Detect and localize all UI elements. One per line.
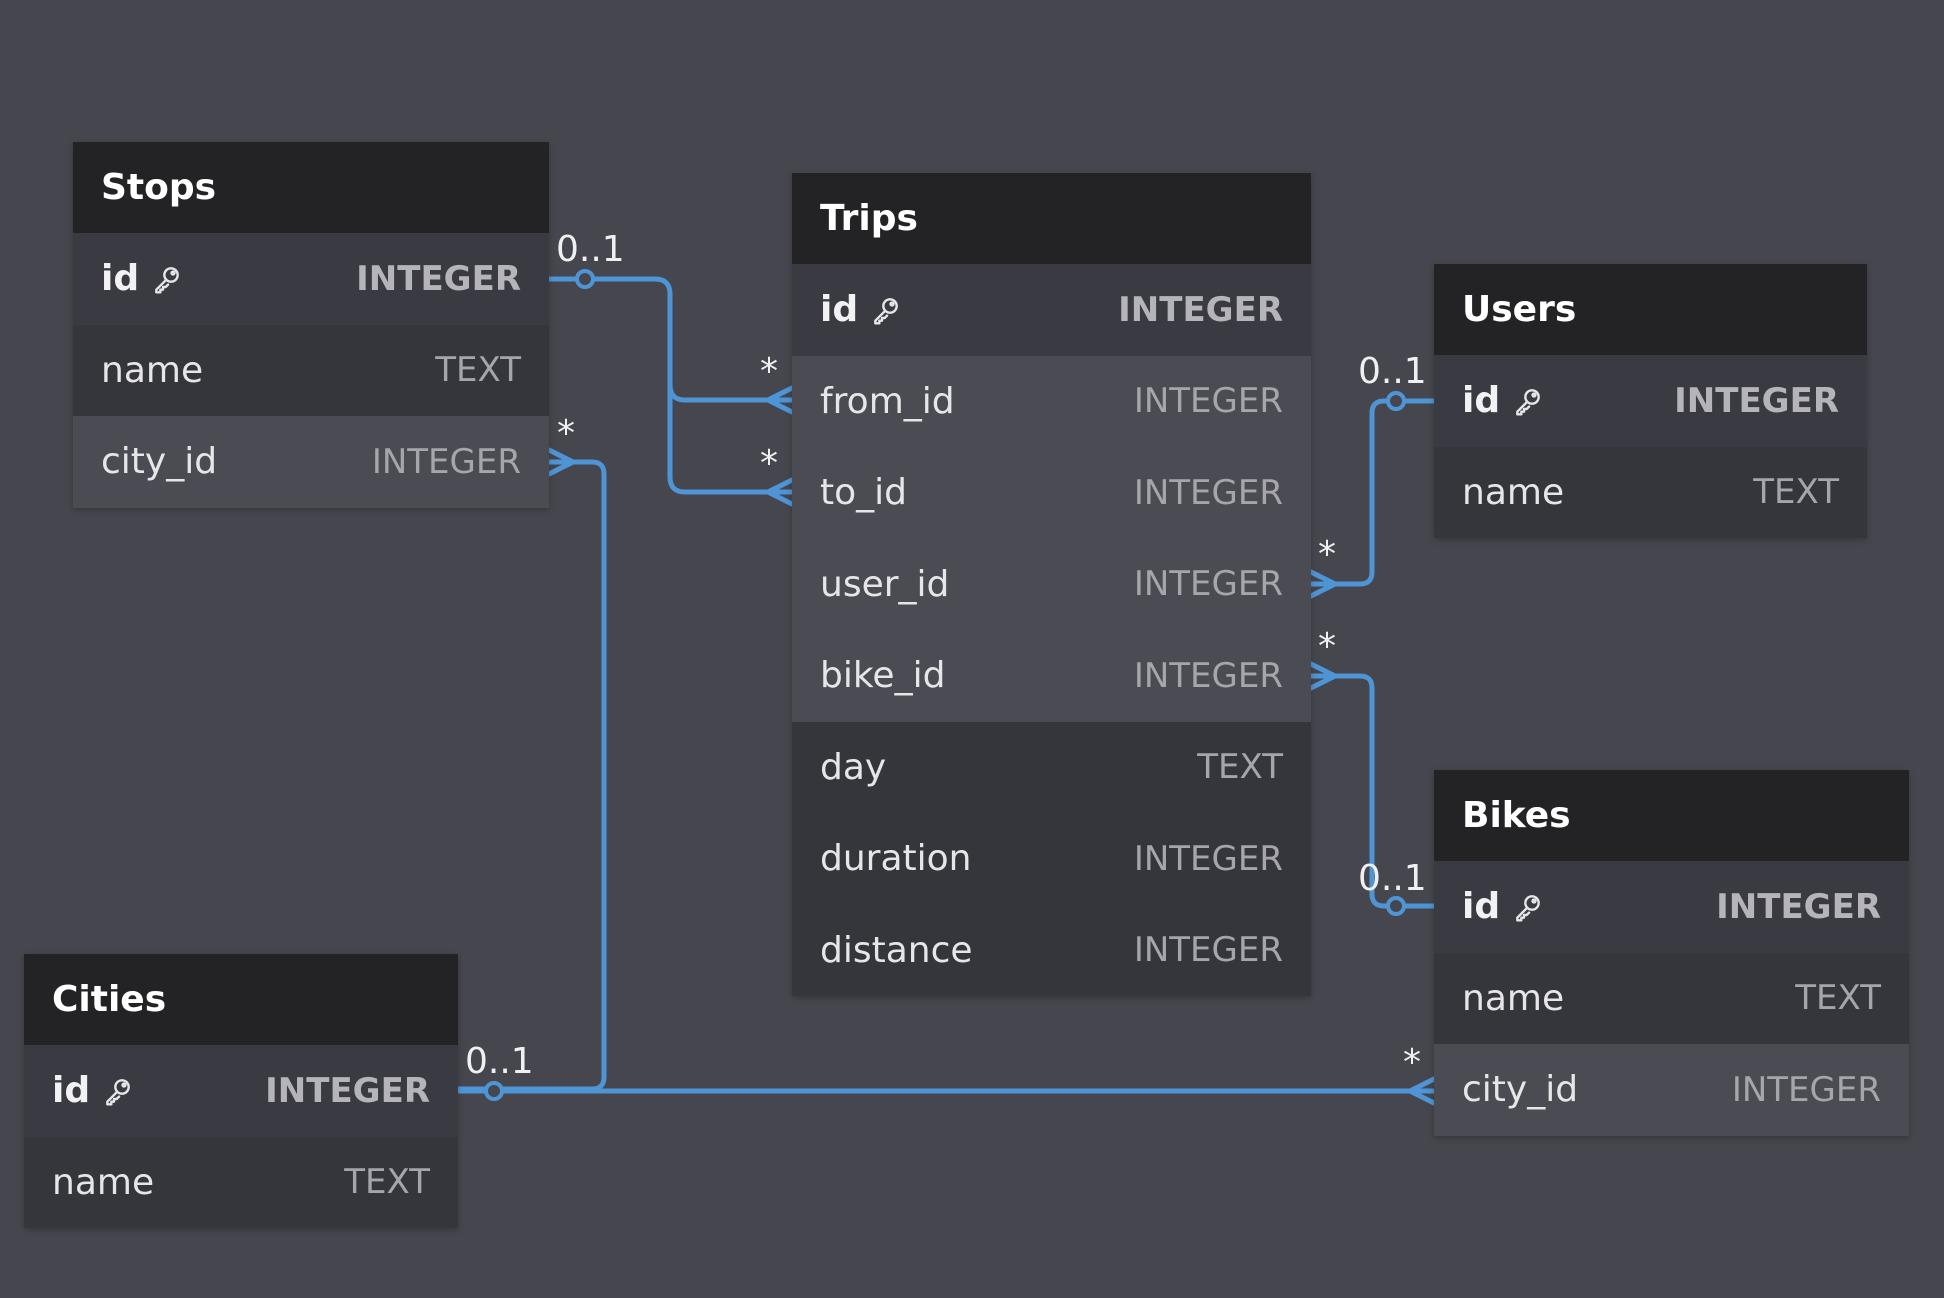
- column-type: INTEGER: [1731, 1069, 1881, 1110]
- column-type: TEXT: [435, 350, 521, 391]
- card-bikes-city-id: *: [1403, 1042, 1421, 1083]
- column-name: id: [820, 289, 859, 331]
- column-type: TEXT: [1197, 747, 1283, 788]
- column-row-users-name[interactable]: name TEXT: [1434, 446, 1867, 538]
- column-type: INTEGER: [356, 258, 521, 299]
- column-type: INTEGER: [371, 441, 521, 482]
- column-type: INTEGER: [265, 1070, 430, 1111]
- column-type: INTEGER: [1133, 655, 1283, 696]
- circle-cities-id: [484, 1081, 504, 1101]
- column-row-bikes-city_id[interactable]: city_id INTEGER: [1434, 1044, 1909, 1136]
- column-type: INTEGER: [1133, 381, 1283, 422]
- card-user-id: *: [1318, 534, 1336, 575]
- column-row-cities-id[interactable]: id INTEGER: [24, 1045, 458, 1137]
- card-cities-id: 0..1: [465, 1041, 534, 1082]
- column-row-trips-user_id[interactable]: user_id INTEGER: [792, 538, 1311, 630]
- column-name: day: [820, 746, 887, 788]
- column-name: id: [1462, 886, 1501, 928]
- column-name: duration: [820, 838, 972, 880]
- circle-stops-id: [575, 269, 595, 289]
- primary-key-icon: [870, 294, 902, 326]
- table-header-users: Users: [1434, 264, 1867, 355]
- crowfoot-bikes-city-id: [1407, 1076, 1437, 1106]
- card-stops-city-id: *: [557, 413, 575, 454]
- column-type: INTEGER: [1133, 930, 1283, 971]
- table-header-cities: Cities: [24, 954, 458, 1045]
- column-row-trips-id[interactable]: id INTEGER: [792, 264, 1311, 356]
- column-row-users-id[interactable]: id INTEGER: [1434, 355, 1867, 447]
- column-type: INTEGER: [1716, 886, 1881, 927]
- column-type: INTEGER: [1133, 472, 1283, 513]
- table-header-bikes: Bikes: [1434, 770, 1909, 861]
- column-row-bikes-id[interactable]: id INTEGER: [1434, 861, 1909, 953]
- card-bikes-id: 0..1: [1358, 858, 1427, 899]
- table-cities[interactable]: Cities id INTEGER name TEXT: [24, 954, 458, 1228]
- column-name: from_id: [820, 380, 955, 422]
- crowfoot-bike-id: [1308, 661, 1338, 691]
- column-row-trips-bike_id[interactable]: bike_id INTEGER: [792, 630, 1311, 722]
- column-type: INTEGER: [1133, 838, 1283, 879]
- column-name: city_id: [1462, 1069, 1579, 1111]
- card-to-id: *: [760, 443, 778, 484]
- column-row-cities-name[interactable]: name TEXT: [24, 1136, 458, 1228]
- column-type: INTEGER: [1133, 564, 1283, 605]
- table-users[interactable]: Users id INTEGER name TEXT: [1434, 264, 1867, 538]
- link-stops-cities: [455, 459, 607, 1092]
- crowfoot-user-id: [1308, 569, 1338, 599]
- column-type: TEXT: [344, 1162, 430, 1203]
- column-row-trips-day[interactable]: day TEXT: [792, 721, 1311, 813]
- column-type: TEXT: [1795, 978, 1881, 1019]
- column-name: to_id: [820, 472, 907, 514]
- crowfoot-to-id: [765, 477, 795, 507]
- column-type: TEXT: [1753, 472, 1839, 513]
- column-name: name: [52, 1161, 155, 1203]
- card-bike-id: *: [1318, 626, 1336, 667]
- primary-key-icon: [1512, 891, 1544, 923]
- card-stops-id: 0..1: [556, 229, 625, 270]
- circle-users-id: [1386, 391, 1406, 411]
- column-name: name: [101, 349, 204, 391]
- column-name: city_id: [101, 441, 218, 483]
- column-row-trips-distance[interactable]: distance INTEGER: [792, 904, 1311, 996]
- link-trips-bikes: [1308, 673, 1437, 909]
- crowfoot-from-id: [765, 385, 795, 415]
- table-header-stops: Stops: [73, 142, 549, 233]
- crowfoot-stops-city-id: [546, 447, 576, 477]
- column-name: bike_id: [820, 655, 946, 697]
- column-name: id: [1462, 380, 1501, 422]
- column-name: user_id: [820, 563, 950, 605]
- column-row-trips-from_id[interactable]: from_id INTEGER: [792, 355, 1311, 447]
- column-row-stops-name[interactable]: name TEXT: [73, 324, 549, 416]
- column-row-trips-duration[interactable]: duration INTEGER: [792, 813, 1311, 905]
- card-from-id: *: [760, 351, 778, 392]
- column-name: name: [1462, 977, 1565, 1019]
- column-name: id: [101, 258, 140, 300]
- link-trips-users: [1308, 398, 1437, 587]
- primary-key-icon: [1512, 385, 1544, 417]
- column-name: distance: [820, 929, 973, 971]
- primary-key-icon: [102, 1075, 134, 1107]
- column-name: id: [52, 1070, 91, 1112]
- column-row-stops-id[interactable]: id INTEGER: [73, 233, 549, 325]
- link-trips-to-stops: [667, 382, 795, 495]
- column-row-stops-city_id[interactable]: city_id INTEGER: [73, 416, 549, 508]
- circle-bikes-id: [1386, 896, 1406, 916]
- primary-key-icon: [151, 263, 183, 295]
- card-users-id: 0..1: [1358, 351, 1427, 392]
- column-name: name: [1462, 471, 1565, 513]
- column-type: INTEGER: [1118, 289, 1283, 330]
- column-type: INTEGER: [1674, 380, 1839, 421]
- link-trips-from-stops: [546, 276, 795, 403]
- column-row-bikes-name[interactable]: name TEXT: [1434, 952, 1909, 1044]
- table-header-trips: Trips: [792, 173, 1311, 264]
- column-row-trips-to_id[interactable]: to_id INTEGER: [792, 447, 1311, 539]
